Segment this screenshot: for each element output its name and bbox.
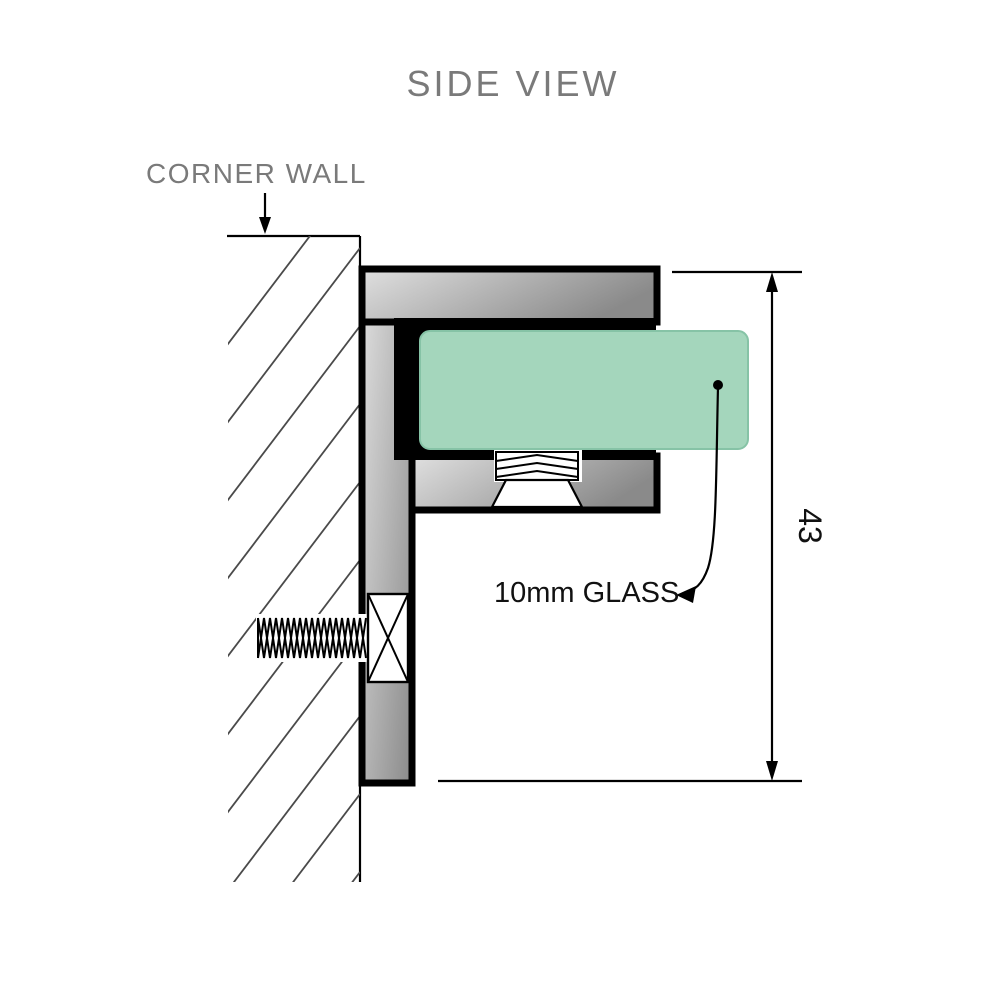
- screw-head-cross: [367, 593, 409, 683]
- wall-hatching: [228, 236, 360, 882]
- clamp-top-arm: [358, 265, 661, 326]
- hatch-line: [351, 871, 360, 882]
- hatch-line: [228, 236, 312, 346]
- dimension-arrow-up-icon: [766, 272, 778, 292]
- grub-screw-thread: [495, 461, 579, 470]
- hatch-line: [228, 403, 360, 580]
- glass-label: 10mm GLASS: [494, 577, 679, 609]
- hatch-line: [292, 793, 360, 882]
- grub-screw: [490, 450, 584, 509]
- dimension-arrow-down-icon: [766, 761, 778, 781]
- corner-wall-arrow-icon: [259, 193, 271, 234]
- screw-thread: [257, 617, 367, 659]
- hatch-line: [232, 715, 360, 882]
- leader-dot: [713, 380, 723, 390]
- diagram-title: SIDE VIEW: [406, 63, 619, 104]
- hatch-line: [228, 247, 360, 424]
- hatch-line: [228, 325, 360, 502]
- grub-screw-thread: [495, 453, 579, 462]
- glass-panel: [419, 330, 749, 450]
- leader-line: [683, 386, 720, 595]
- corner-wall-label: CORNER WALL: [146, 158, 367, 189]
- screw-thread: [257, 617, 367, 659]
- leader-arrow-icon: [676, 586, 696, 603]
- hatch-line: [228, 481, 360, 658]
- mounting-screw: [256, 592, 410, 684]
- hatch-line: [228, 637, 360, 814]
- dimension-43: 43: [438, 270, 828, 783]
- glass-annotation: 10mm GLASS: [494, 380, 723, 609]
- grub-screw-thread: [495, 469, 579, 478]
- grub-screw-cone: [490, 478, 584, 509]
- dimension-value: 43: [792, 508, 828, 544]
